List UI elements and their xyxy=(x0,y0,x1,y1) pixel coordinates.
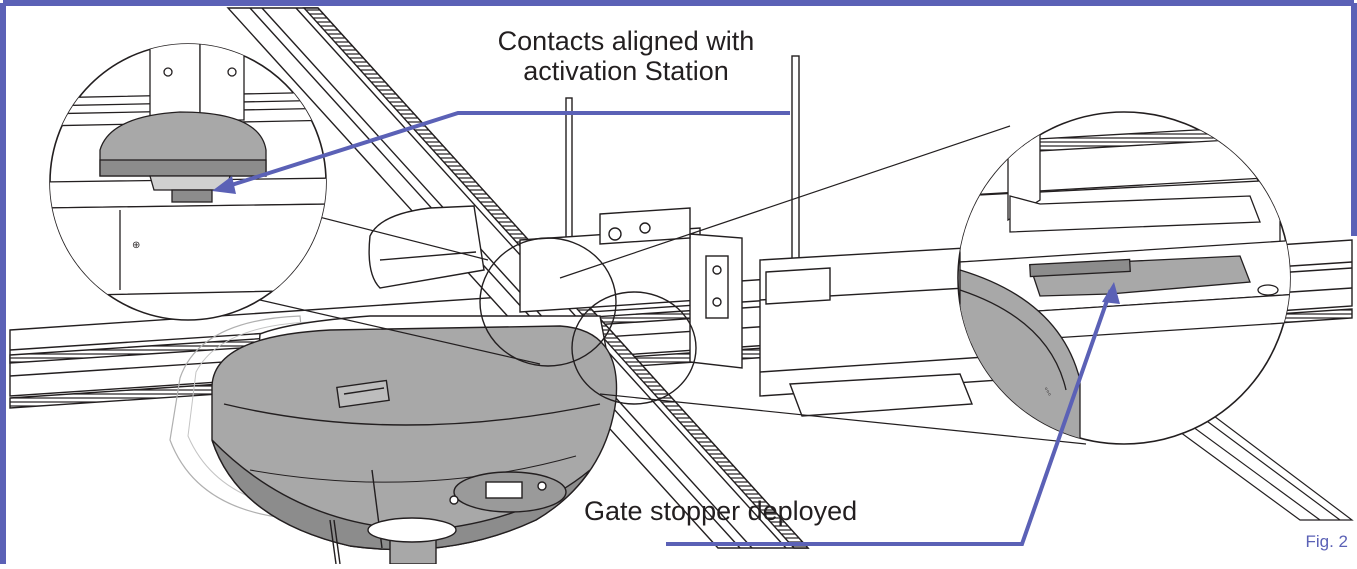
contacts-callout-line1: Contacts aligned with xyxy=(497,26,755,56)
opener-housing xyxy=(169,315,618,565)
contacts-callout-label: Contacts aligned with activation Station xyxy=(436,26,816,86)
figure-number-label: Fig. 2 xyxy=(1305,532,1348,551)
trolley-bracket xyxy=(519,207,1001,417)
callout-leaders xyxy=(219,111,1113,546)
detail-markers xyxy=(479,237,697,405)
contacts-callout-line2: activation Station xyxy=(523,56,729,86)
callout-arrowheads xyxy=(212,176,1120,304)
charging-cradle xyxy=(368,205,485,289)
right-detail-view: ◦◦◦ xyxy=(957,111,1291,445)
svg-text:◦◦◦: ◦◦◦ xyxy=(1041,385,1054,398)
svg-text:⊕: ⊕ xyxy=(132,240,140,251)
gate-stopper-callout-label: Gate stopper deployed xyxy=(584,496,858,526)
left-detail-view: ⊕ xyxy=(49,43,327,321)
